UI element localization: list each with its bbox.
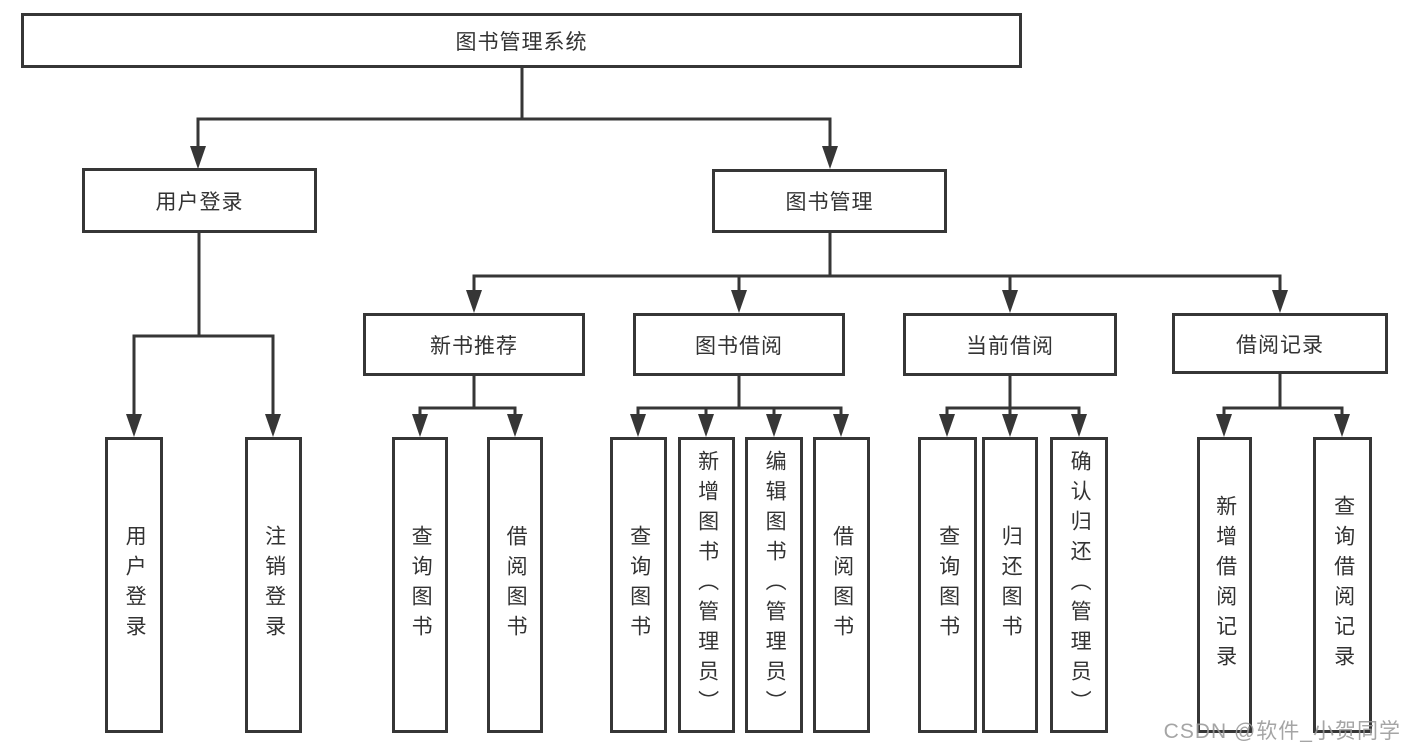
node-label: 借阅记录 [1236,333,1324,357]
leaf-user-login: 用户登录 [105,437,163,733]
leaf-label: 新增借阅记录 [1213,495,1237,675]
node-book-borrowing: 图书借阅 [633,313,845,376]
leaf-logout: 注销登录 [245,437,302,733]
leaf-query-books-recommend: 查询图书 [392,437,448,733]
leaf-borrow-books-recommend: 借阅图书 [487,437,543,733]
leaf-label: 编辑图书（管理员） [763,450,787,720]
leaf-label: 查询借阅记录 [1331,495,1355,675]
leaf-label: 查询图书 [936,525,960,645]
csdn-watermark: CSDN @软件_小贺同学 [1163,720,1401,743]
leaf-borrow-books-borrowing: 借阅图书 [813,437,870,733]
node-label: 用户登录 [155,190,244,214]
node-label: 图书管理 [785,191,874,214]
leaf-query-borrow-record: 查询借阅记录 [1313,437,1372,733]
leaf-label: 借阅图书 [504,525,528,645]
leaf-label: 确认归还（管理员） [1068,450,1092,720]
node-book-management: 图书管理 [712,169,947,233]
node-new-book-recommendation: 新书推荐 [363,313,585,376]
leaf-label: 归还图书 [999,525,1023,645]
leaf-add-book-admin: 新增图书（管理员） [678,437,735,733]
node-current-borrowing: 当前借阅 [903,313,1117,376]
leaf-label: 注销登录 [262,525,286,645]
leaf-query-books-borrowing: 查询图书 [610,437,667,733]
leaf-return-book: 归还图书 [982,437,1038,733]
node-label: 图书管理系统 [455,30,588,54]
leaf-label: 借阅图书 [830,525,854,645]
leaf-confirm-return-admin: 确认归还（管理员） [1050,437,1108,733]
leaf-label: 查询图书 [627,525,651,645]
node-user-login: 用户登录 [82,168,317,233]
node-label: 新书推荐 [430,334,518,358]
leaf-edit-book-admin: 编辑图书（管理员） [745,437,803,733]
node-label: 当前借阅 [966,334,1054,358]
leaf-label: 查询图书 [409,525,433,645]
node-library-management-system: 图书管理系统 [21,13,1022,68]
leaf-add-borrow-record: 新增借阅记录 [1197,437,1252,733]
leaf-query-books-current: 查询图书 [918,437,977,733]
leaf-label: 用户登录 [123,525,147,645]
node-label: 图书借阅 [695,334,783,358]
leaf-label: 新增图书（管理员） [695,450,719,720]
node-borrowing-records: 借阅记录 [1172,313,1388,374]
